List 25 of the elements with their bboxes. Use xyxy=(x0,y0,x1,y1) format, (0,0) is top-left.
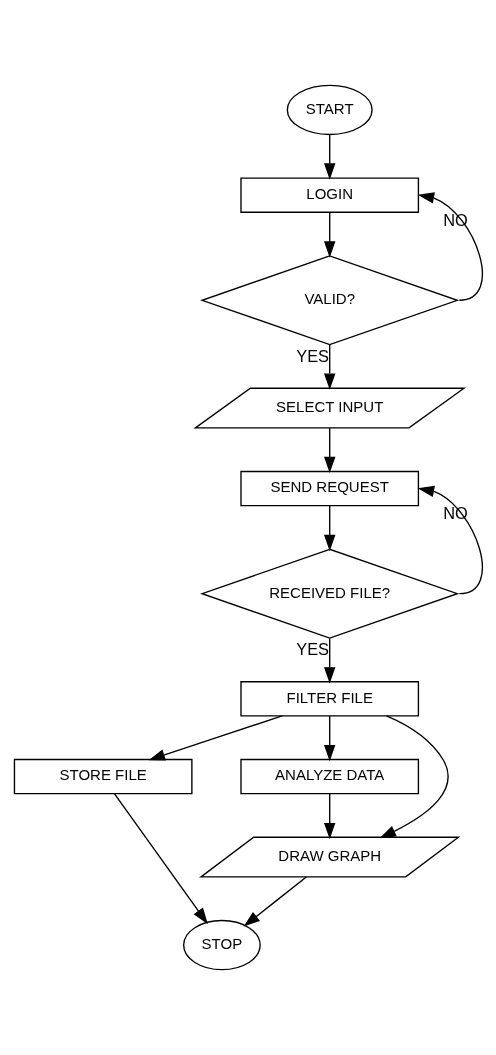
arrow xyxy=(323,715,335,762)
node-diamond: VALID? xyxy=(199,255,459,346)
node-box: STORE FILE xyxy=(13,758,193,795)
arrow xyxy=(323,793,335,840)
arrow xyxy=(148,715,283,761)
arrow xyxy=(323,344,335,390)
node-ellipse: START xyxy=(286,84,373,136)
arrow xyxy=(417,485,483,595)
node-box: FILTER FILE xyxy=(239,681,419,717)
arrow xyxy=(323,637,335,684)
arrow xyxy=(323,427,335,474)
arrow xyxy=(323,134,335,180)
arrow xyxy=(243,876,307,927)
node-box: ANALYZE DATA xyxy=(239,758,419,795)
arrow xyxy=(323,211,335,258)
node-diamond: RECEIVED FILE? xyxy=(199,548,459,639)
arrow xyxy=(113,793,208,925)
arrow xyxy=(379,715,449,839)
node-ellipse: STOP xyxy=(182,919,261,971)
node-box: LOGIN xyxy=(239,177,419,213)
node-box: SEND REQUEST xyxy=(239,470,419,507)
edge-label: YES xyxy=(295,639,329,658)
edge-label: YES xyxy=(295,346,329,365)
arrow xyxy=(323,505,335,552)
arrow xyxy=(417,192,483,301)
